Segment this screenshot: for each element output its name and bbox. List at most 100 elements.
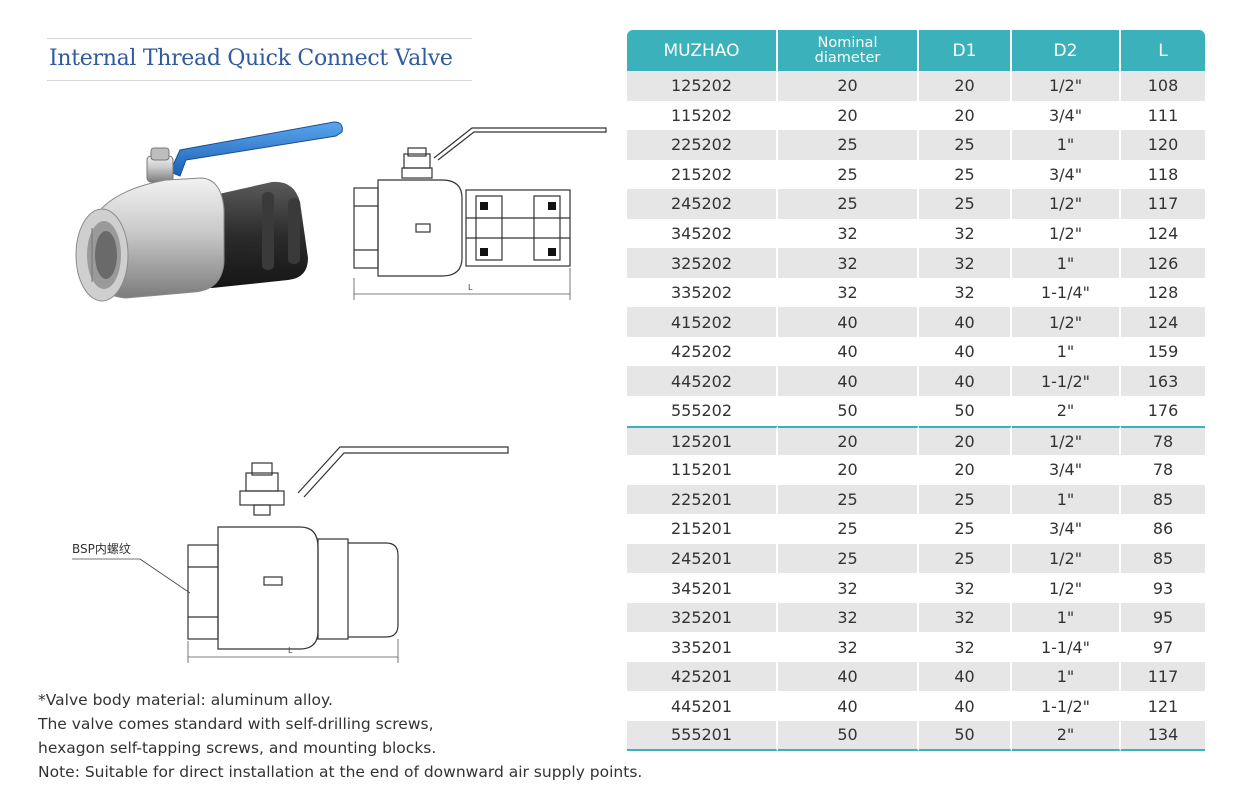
table-cell: 555202 xyxy=(627,396,778,426)
table-cell: 50 xyxy=(919,396,1012,426)
table-cell: 555201 xyxy=(627,721,778,751)
note-line: hexagon self-tapping screws, and mountin… xyxy=(38,739,437,757)
table-cell: 40 xyxy=(778,366,919,397)
table-cell: 445202 xyxy=(627,366,778,397)
table-cell: 126 xyxy=(1121,248,1205,278)
table-cell: 176 xyxy=(1147,401,1179,421)
table-cell: 1" xyxy=(1012,661,1121,692)
table-cell: 128 xyxy=(1147,283,1179,303)
table-cell: 32 xyxy=(778,277,919,308)
table-cell: 1/2" xyxy=(1012,307,1121,337)
table-cell: 40 xyxy=(778,691,919,722)
table-cell: 159 xyxy=(1147,342,1179,362)
table-cell: 2" xyxy=(1012,396,1121,426)
header-l: L xyxy=(1121,30,1205,71)
table-cell: 2" xyxy=(1012,721,1121,751)
table-cell: 1/2" xyxy=(1012,218,1121,249)
table-cell: 40 xyxy=(919,366,1012,397)
table-cell: 40 xyxy=(778,336,919,367)
table-cell: 25 xyxy=(778,514,919,544)
table-cell: 97 xyxy=(1152,637,1174,657)
table-cell: 25 xyxy=(919,484,1012,515)
table-cell: 415202 xyxy=(627,307,778,337)
header-d1: D1 xyxy=(919,30,1012,71)
table-cell: 50 xyxy=(919,721,1012,751)
table-cell: 20 xyxy=(919,100,1012,131)
table-cell: 32 xyxy=(778,248,919,278)
table-cell: 32 xyxy=(919,218,1012,249)
table-cell: 1-1/2" xyxy=(1012,366,1121,397)
table-cell: 25 xyxy=(919,130,1012,160)
page-title: Internal Thread Quick Connect Valve xyxy=(49,46,453,71)
title-rule-bottom xyxy=(47,80,472,81)
table-cell: 50 xyxy=(778,721,919,751)
table-cell: 78 xyxy=(1121,425,1205,456)
table-cell: 117 xyxy=(1121,661,1205,692)
table-cell: 1/2" xyxy=(1012,425,1121,456)
table-cell: 25 xyxy=(778,159,919,190)
table-cell: 134 xyxy=(1121,721,1205,751)
table-cell: 1" xyxy=(1012,484,1121,515)
table-cell: 111 xyxy=(1147,105,1179,125)
table-cell: 1" xyxy=(1012,248,1121,278)
table-cell: 25 xyxy=(919,514,1012,544)
table-cell: 124 xyxy=(1147,224,1179,243)
table-cell: 335202 xyxy=(627,277,778,308)
table-cell: 125201 xyxy=(627,425,778,456)
valve-product-photo xyxy=(75,121,343,302)
table-cell: 40 xyxy=(778,661,919,692)
table-cell: 215202 xyxy=(627,159,778,190)
table-cell: 32 xyxy=(778,632,919,662)
table-cell: 3/4" xyxy=(1012,100,1121,131)
table-cell: 124 xyxy=(1121,307,1205,337)
table-cell: 25 xyxy=(778,484,919,515)
table-cell: 163 xyxy=(1121,366,1205,397)
table-cell: 93 xyxy=(1152,578,1174,598)
table-cell: 1/2" xyxy=(1012,543,1121,574)
table-cell: 118 xyxy=(1147,164,1179,184)
table-cell: 1-1/4" xyxy=(1012,277,1121,308)
table-cell: 32 xyxy=(778,573,919,603)
table-cell: 40 xyxy=(919,661,1012,692)
table-cell: 20 xyxy=(919,455,1012,485)
bsp-thread-label: BSP内螺纹 xyxy=(72,542,131,556)
table-cell: 3/4" xyxy=(1012,159,1121,190)
table-cell: 32 xyxy=(778,602,919,633)
table-cell: 25 xyxy=(778,189,919,219)
table-cell: 125202 xyxy=(627,71,778,101)
table-cell: 20 xyxy=(778,71,919,101)
table-cell: 215201 xyxy=(627,514,778,544)
header-nominal-diameter: Nominal diameter xyxy=(778,30,919,71)
note-line: *Valve body material: aluminum alloy. xyxy=(38,691,333,709)
table-cell: 40 xyxy=(778,307,919,337)
dimension-label: L xyxy=(468,283,473,292)
table-cell: 225202 xyxy=(627,130,778,160)
table-cell: 345201 xyxy=(627,573,778,603)
table-cell: 335201 xyxy=(627,632,778,662)
table-cell: 245201 xyxy=(627,543,778,574)
table-cell: 245202 xyxy=(627,189,778,219)
table-cell: 32 xyxy=(919,573,1012,603)
table-cell: 425202 xyxy=(627,336,778,367)
table-cell: 25 xyxy=(919,189,1012,219)
table-cell: 40 xyxy=(919,691,1012,722)
table-cell: 3/4" xyxy=(1012,455,1121,485)
title-rule-top xyxy=(47,38,472,39)
table-cell: 85 xyxy=(1121,484,1205,515)
table-cell: 117 xyxy=(1121,189,1205,219)
